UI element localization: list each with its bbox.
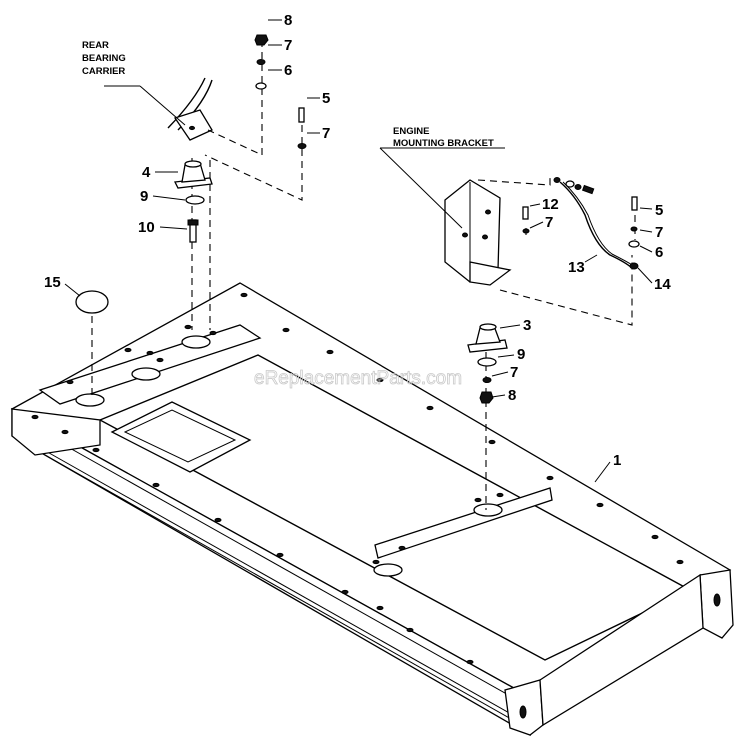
frame-end-hole: [519, 705, 527, 719]
mount-hole: [473, 503, 503, 517]
callout-15: 15: [44, 274, 61, 291]
bolt-top: [298, 107, 305, 123]
engine-mount-left: [174, 160, 213, 189]
mount-hole: [181, 335, 211, 349]
rear-bearing-carrier: [167, 77, 213, 141]
mount-hole: [373, 563, 403, 577]
watermark-text: eReplacementParts.com: [254, 368, 462, 389]
callout-7-top: 7: [284, 37, 292, 54]
callout-13: 13: [568, 259, 585, 276]
lockwasher-top: [256, 59, 266, 65]
callout-9-left: 9: [140, 188, 148, 205]
callout-7-mid: 7: [322, 125, 330, 142]
carrier-edge: [167, 77, 206, 129]
mount-hole: [131, 367, 161, 381]
callout-7-right: 7: [655, 224, 663, 241]
bolt-12: [522, 206, 529, 220]
nut-top: [254, 34, 269, 46]
callout-12: 12: [542, 196, 559, 213]
base-frame: [10, 282, 734, 737]
engine-mounting-bracket-label-line2: MOUNTING BRACKET: [393, 138, 494, 149]
carrier-foot: [173, 109, 213, 141]
washer-right: [477, 357, 497, 367]
washer-right-col: [628, 240, 640, 248]
frame-front-edge-line: [19, 419, 529, 707]
engine-mounting-bracket: [444, 179, 512, 286]
nut-right-col: [629, 262, 639, 270]
callout-6-right: 6: [655, 244, 663, 261]
bolt-5-right: [631, 196, 638, 211]
callout-5-top: 5: [322, 90, 330, 107]
callout-1: 1: [613, 452, 621, 469]
callout-7-lower: 7: [510, 364, 518, 381]
callout-5-right: 5: [655, 202, 663, 219]
carrier-hole: [189, 125, 195, 131]
battery-tray: [110, 401, 252, 473]
callout-14: 14: [654, 276, 671, 293]
battery-tray-inner: [123, 409, 237, 463]
callout-8-lower: 8: [508, 387, 516, 404]
lockwasher-right-col: [630, 226, 638, 232]
washer-left: [185, 195, 205, 205]
lockwasher-right: [482, 377, 492, 383]
callout-10: 10: [138, 219, 155, 236]
frame-back-face: [539, 573, 704, 727]
callout-3: 3: [523, 317, 531, 334]
engine-mount-right: [467, 323, 508, 353]
washer-top: [255, 82, 267, 90]
rear-bearing-carrier-label-line1: REAR: [82, 40, 109, 51]
ground-strap: [553, 177, 635, 269]
frame-end-hole: [713, 593, 721, 607]
lockwasher-12: [522, 228, 530, 234]
engine-mounting-bracket-label-line1: ENGINE: [393, 126, 429, 137]
leader-lines: [64, 19, 653, 483]
callout-8-top: 8: [284, 12, 292, 29]
lockwasher-mid: [297, 143, 307, 149]
callout-7-bracket: 7: [545, 214, 553, 231]
nut-right: [479, 391, 494, 404]
callout-9-right: 9: [517, 346, 525, 363]
callout-6-top: 6: [284, 62, 292, 79]
frame-channel-line: [34, 444, 528, 724]
hole-plug: [75, 290, 109, 314]
bolt-left: [187, 219, 199, 243]
mount-hole: [75, 393, 105, 407]
callout-4: 4: [142, 164, 151, 181]
rear-bearing-carrier-label-line3: CARRIER: [82, 66, 125, 77]
frame-left-end: [11, 408, 101, 456]
frame-bolt-holes: [31, 292, 684, 665]
rear-bearing-carrier-label-line2: BEARING: [82, 53, 126, 64]
frame-channel-line: [44, 454, 528, 729]
